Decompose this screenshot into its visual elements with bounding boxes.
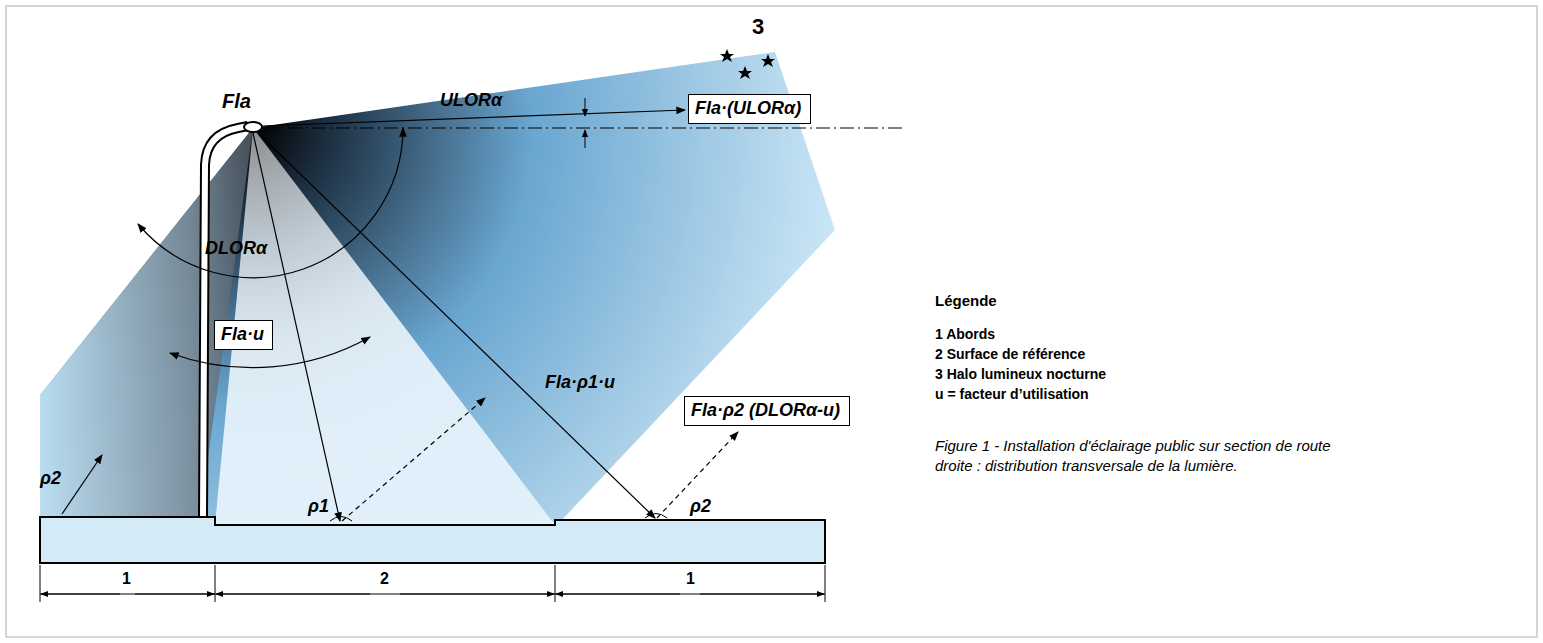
angle-label: ULORα bbox=[440, 90, 502, 111]
reflection-mark bbox=[330, 517, 352, 522]
reflectance-label: ρ2 bbox=[690, 496, 711, 517]
legend-title: Légende bbox=[935, 292, 997, 309]
flux-formula: Fla·u bbox=[221, 324, 266, 346]
stars bbox=[720, 49, 775, 79]
reflected-ray bbox=[62, 455, 102, 514]
ground-section bbox=[40, 517, 825, 563]
reflectance-label: ρ1 bbox=[308, 496, 329, 517]
zone-number: 2 bbox=[380, 570, 389, 588]
reflected-ray bbox=[657, 432, 738, 518]
flux-formula: Fla·(ULORα) bbox=[695, 98, 804, 120]
legend-entry: 1 Abords bbox=[935, 326, 995, 342]
legend-entry: u = facteur d’utilisation bbox=[935, 386, 1089, 402]
dimension-arrows bbox=[41, 594, 824, 595]
zone-number: 1 bbox=[122, 570, 131, 588]
legend-text: 3 Halo lumineux nocturne bbox=[935, 366, 1106, 382]
angle-label: DLORα bbox=[205, 238, 267, 259]
flux-formula: Fla·ρ1·u bbox=[545, 372, 615, 393]
legend-entry: 3 Halo lumineux nocturne bbox=[935, 366, 1106, 382]
flux-box: Fla·(ULORα) bbox=[688, 94, 811, 124]
side-ray bbox=[257, 132, 655, 518]
flux-box: Fla·u bbox=[214, 320, 273, 350]
flux-box: Fla·ρ2 (DLORα-u) bbox=[684, 396, 850, 426]
reflectance-label: ρ2 bbox=[40, 468, 61, 489]
dimension-line bbox=[40, 565, 825, 602]
zone-number: 1 bbox=[686, 570, 695, 588]
useful-cone bbox=[215, 128, 555, 525]
reflection-mark bbox=[645, 514, 667, 519]
figure-caption: Figure 1 - Installation d'éclairage publ… bbox=[935, 436, 1365, 477]
lamp-flux: Fla bbox=[222, 90, 251, 113]
frame bbox=[6, 6, 1537, 637]
horizontal-axis bbox=[264, 128, 905, 129]
legend-text: 1 Abords bbox=[935, 326, 995, 342]
legend-text: 2 Surface de référence bbox=[935, 346, 1085, 362]
legend-entry: 2 Surface de référence bbox=[935, 346, 1085, 362]
callout-number: 3 bbox=[752, 14, 764, 39]
legend-text: u = facteur d’utilisation bbox=[935, 386, 1089, 402]
lamp bbox=[244, 122, 262, 132]
ulor-angle-mark bbox=[585, 98, 586, 116]
dlor-arc bbox=[138, 128, 403, 278]
upward-ray bbox=[262, 110, 685, 126]
reflected-ray bbox=[342, 398, 485, 521]
ulor-angle-mark bbox=[585, 130, 586, 148]
flux-formula: Fla·ρ2 (DLORα-u) bbox=[691, 400, 843, 422]
